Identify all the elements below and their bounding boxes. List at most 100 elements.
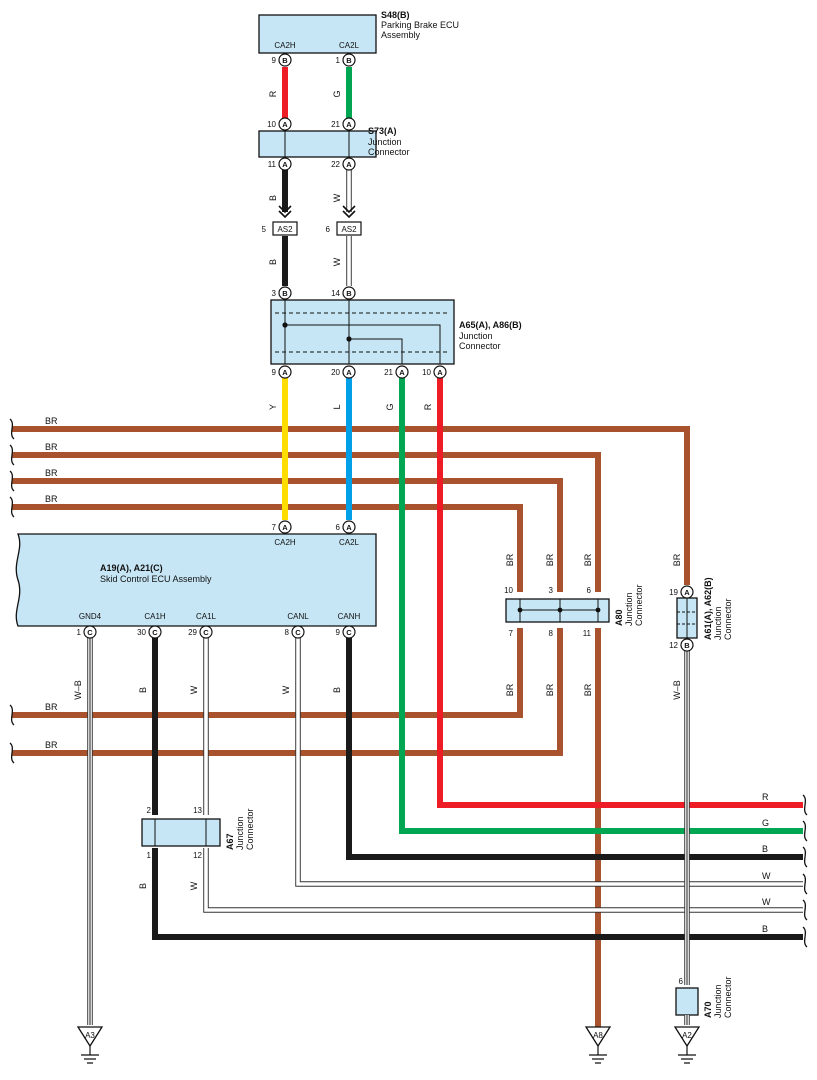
wire-break-mark [802, 899, 808, 921]
pin-connector-letter: B [346, 56, 352, 65]
a65-box [270, 299, 455, 365]
wire-break-mark [802, 873, 808, 895]
a65-id: A65(A), A86(B) [459, 320, 522, 330]
pin-number: 3 [272, 289, 277, 298]
s48-name-1: Parking Brake ECU [381, 20, 459, 30]
a19-skid-control-ecu: CA2H CA2L A19(A), A21(C) Skid Control EC… [15, 533, 377, 627]
as2-label-left: AS2 [277, 225, 293, 234]
pin-number: 6 [336, 523, 341, 532]
a67-id: A67 [225, 833, 235, 850]
pin-connector-letter: A [684, 588, 690, 597]
a67-box [141, 818, 221, 847]
pin-number: 7 [272, 523, 277, 532]
pin-circle [278, 365, 292, 379]
pin-number: 11 [583, 629, 592, 638]
pin-number: 21 [384, 368, 393, 377]
wire-color-label: BR [545, 683, 555, 696]
pin-circle [680, 638, 694, 652]
pin-circle [278, 520, 292, 534]
wire-br-1 [12, 426, 690, 585]
pin-number: 9 [272, 368, 277, 377]
wire-color-label: W [762, 871, 771, 881]
a19-box [15, 533, 377, 627]
wire-color-label: R [268, 90, 278, 97]
pin-connector-letter: A [437, 368, 443, 377]
a65-splice-1 [282, 322, 288, 328]
a67-junction-connector: A67 Junction Connector [141, 808, 255, 850]
wire-color-label: BR [45, 442, 58, 452]
s48-pin-ca2l: CA2L [339, 41, 360, 50]
wire-color-label: B [762, 924, 768, 934]
pin-connector-letter: A [282, 160, 288, 169]
pin-circle [342, 286, 356, 300]
pin-connector-letter: B [282, 289, 288, 298]
wire-color-label: B [138, 883, 148, 889]
wire-color-label: G [332, 90, 342, 97]
pin-circle [342, 365, 356, 379]
a19-id: A19(A), A21(C) [100, 563, 163, 573]
pin-circle [199, 625, 213, 639]
wire-g-long [399, 378, 803, 834]
wire-br-4 [12, 504, 523, 592]
pin-circle [342, 625, 356, 639]
wire-color-label: B [762, 844, 768, 854]
ground-a3: A3 [76, 1026, 104, 1064]
a70-name-1: Junction [713, 984, 723, 1018]
pin-number: 20 [331, 368, 340, 377]
wire-color-label: W [189, 685, 199, 694]
pin-number: 2 [147, 806, 152, 815]
wire-color-label: BR [505, 553, 515, 566]
pin-connector-letter: B [346, 289, 352, 298]
pin-number: 3 [549, 586, 554, 595]
pin-number: 10 [267, 120, 276, 129]
wire-color-label: W [332, 193, 342, 202]
a80-id: A80 [614, 609, 624, 626]
s48-name-2: Assembly [381, 30, 421, 40]
wire-color-label: W [189, 881, 199, 890]
wire-w-canl [296, 638, 803, 886]
pin-connector-letter: A [282, 120, 288, 129]
chevron-down-icon [342, 205, 356, 219]
pin-connector-letter: C [87, 628, 93, 637]
pin-connector-letter: B [684, 641, 690, 650]
wire-color-label: B [138, 687, 148, 693]
a61-name-1: Junction [713, 606, 723, 640]
a67-name-1: Junction [235, 816, 245, 850]
wire-color-label: B [268, 259, 278, 265]
pin-number: 1 [147, 851, 152, 860]
pin-number: 8 [285, 628, 290, 637]
pin-circle [680, 585, 694, 599]
pin-connector-letter: C [152, 628, 158, 637]
wire-break-mark [802, 794, 808, 816]
a19-pin-canl: CANL [287, 612, 309, 621]
wire-color-label: W–B [672, 680, 682, 700]
ground-label: A3 [85, 1031, 95, 1040]
wire-color-label: BR [45, 740, 58, 750]
pin-number: 8 [549, 629, 554, 638]
wire-color-label: BR [45, 702, 58, 712]
wire-break-mark [802, 846, 808, 868]
pin-connector-letter: A [399, 368, 405, 377]
pin-circle [342, 520, 356, 534]
wire-b-canh [346, 638, 803, 860]
as2-label-right: AS2 [341, 225, 357, 234]
s73-id: S73(A) [368, 126, 397, 136]
pin-connector-letter: A [346, 120, 352, 129]
wire-break-mark [802, 926, 808, 948]
a70-box [675, 987, 699, 1016]
pin-number: 9 [336, 628, 341, 637]
s73-name-1: Junction [368, 137, 402, 147]
pin-number: 9 [272, 56, 277, 65]
pin-circle [342, 117, 356, 131]
s73-box [258, 130, 377, 158]
ground-icon [589, 1046, 607, 1064]
a61-id: A61(A), A62(B) [703, 577, 713, 640]
as2-box-right [336, 221, 362, 236]
wire-br-2 [12, 452, 601, 592]
ground-triangle [76, 1026, 104, 1048]
wire-b-ca1h-bot [152, 848, 803, 940]
s73-name-2: Connector [368, 147, 410, 157]
a65-splice-2 [346, 336, 352, 342]
